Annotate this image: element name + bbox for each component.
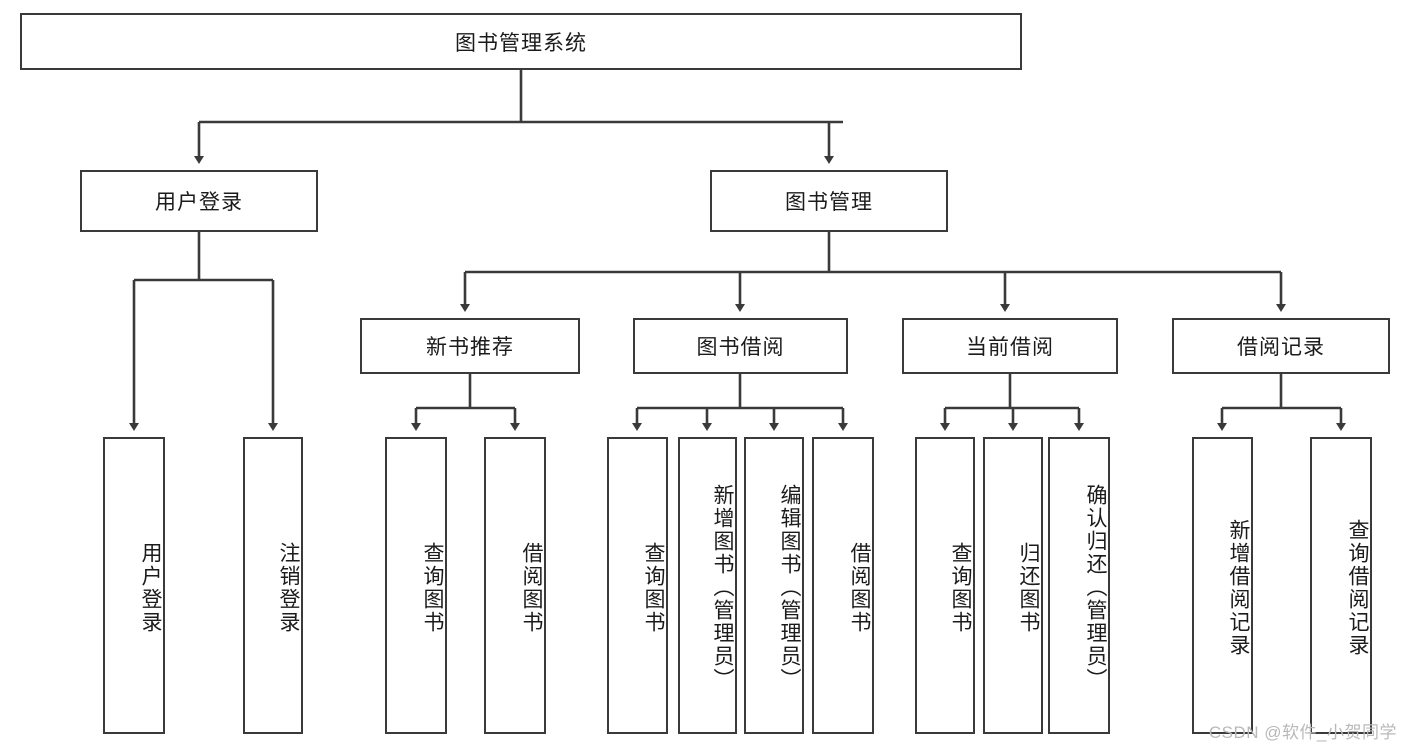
node-root-system[interactable]: 图书管理系统 <box>20 13 1022 70</box>
node-leaf-user-login[interactable]: 用户登录 <box>103 437 165 734</box>
node-leaf-logout[interactable]: 注销登录 <box>243 437 303 734</box>
node-label: 确认归还（管理员） <box>1084 484 1107 691</box>
node-borrow-record[interactable]: 借阅记录 <box>1172 318 1390 374</box>
node-leaf-return-book[interactable]: 归还图书 <box>983 437 1043 734</box>
node-label: 当前借阅 <box>966 336 1054 359</box>
node-label: 查询图书 <box>642 541 665 634</box>
node-leaf-borrow-book-newbook[interactable]: 借阅图书 <box>484 437 546 734</box>
node-label: 新书推荐 <box>426 336 514 359</box>
node-label: 图书借阅 <box>696 336 785 359</box>
node-label: 借阅记录 <box>1237 336 1325 359</box>
node-label: 借阅图书 <box>848 541 871 634</box>
node-leaf-add-book-admin[interactable]: 新增图书（管理员） <box>678 437 737 734</box>
node-book-management[interactable]: 图书管理 <box>710 170 948 232</box>
node-current-borrow[interactable]: 当前借阅 <box>902 318 1118 374</box>
node-leaf-query-borrow-record[interactable]: 查询借阅记录 <box>1310 437 1372 734</box>
node-leaf-edit-book-admin[interactable]: 编辑图书（管理员） <box>744 437 804 734</box>
node-new-book-recommend[interactable]: 新书推荐 <box>360 318 580 374</box>
node-label: 图书管理系统 <box>455 31 587 55</box>
node-leaf-query-book-newbook[interactable]: 查询图书 <box>385 437 447 734</box>
node-leaf-query-book-borrow[interactable]: 查询图书 <box>607 437 668 734</box>
node-leaf-confirm-return-admin[interactable]: 确认归还（管理员） <box>1048 437 1110 734</box>
csdn-watermark: CSDN @软件_小贺同学 <box>1208 723 1397 742</box>
node-leaf-query-book-current[interactable]: 查询图书 <box>915 437 975 734</box>
node-label: 注销登录 <box>277 541 300 634</box>
node-user-login[interactable]: 用户登录 <box>80 170 318 232</box>
node-label: 编辑图书（管理员） <box>778 484 801 691</box>
node-label: 新增借阅记录 <box>1227 518 1250 657</box>
node-leaf-borrow-book[interactable]: 借阅图书 <box>812 437 874 734</box>
node-leaf-add-borrow-record[interactable]: 新增借阅记录 <box>1192 437 1253 734</box>
node-label: 用户登录 <box>155 191 243 214</box>
node-label: 新增图书（管理员） <box>711 484 734 691</box>
node-label: 图书管理 <box>785 191 873 214</box>
node-label: 查询图书 <box>421 541 444 634</box>
node-book-borrow[interactable]: 图书借阅 <box>633 318 848 374</box>
node-label: 查询图书 <box>949 541 972 634</box>
node-label: 用户登录 <box>139 541 162 634</box>
node-label: 查询借阅记录 <box>1346 518 1369 657</box>
node-label: 归还图书 <box>1017 541 1040 634</box>
node-label: 借阅图书 <box>520 541 543 634</box>
